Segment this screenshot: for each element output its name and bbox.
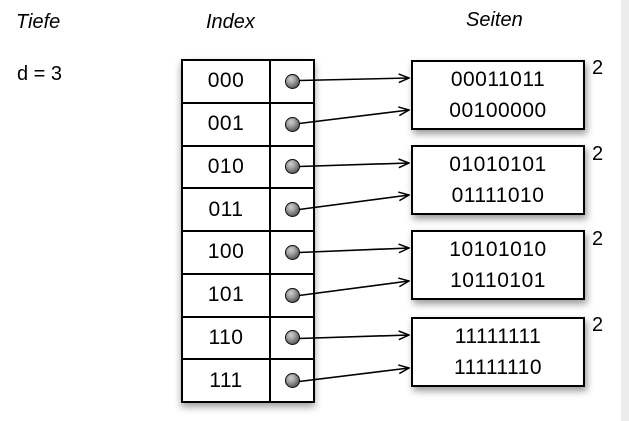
arrow-001-to-page1-line2	[298, 110, 409, 125]
pointer-knob-icon	[284, 73, 300, 89]
pointer-cell	[271, 104, 313, 145]
page-box-3: 10101010 10110101	[411, 230, 585, 300]
page-value: 11111111	[454, 325, 542, 348]
index-row-111: 111	[183, 360, 313, 401]
arrow-110-to-page4-line1	[298, 335, 409, 339]
page-box-4: 11111111 11111110	[411, 317, 585, 387]
pointer-knob-icon	[284, 202, 300, 218]
page-value: 11111110	[453, 356, 543, 379]
global-depth-value: d = 3	[17, 63, 63, 85]
arrow-011-to-page2-line2	[298, 195, 409, 211]
index-row-101: 101	[183, 274, 313, 318]
page-box-1: 00011011 00100000	[411, 60, 585, 130]
index-row-010: 010	[183, 146, 313, 190]
pointer-cell	[271, 232, 313, 273]
page-edge-band	[621, 0, 629, 421]
page-value: 10110101	[450, 269, 546, 292]
pointer-cell	[271, 147, 313, 188]
index-row-011: 011	[183, 189, 313, 232]
arrow-101-to-page3-line2	[298, 281, 409, 297]
page-value: 01111010	[451, 184, 545, 207]
pointer-cell	[271, 318, 313, 359]
page-value: 10101010	[449, 238, 547, 261]
pages-header: Seiten	[466, 9, 523, 31]
pointer-knob-icon	[284, 244, 300, 260]
index-row-110: 110	[183, 317, 313, 361]
pointer-knob-icon	[284, 159, 300, 175]
pointer-knob-icon	[284, 116, 300, 132]
index-row-000: 000	[183, 61, 313, 104]
index-entry-label: 100	[183, 232, 271, 273]
index-entry-label: 010	[183, 146, 271, 188]
page-value: 00011011	[450, 68, 546, 91]
index-row-001: 001	[183, 103, 313, 147]
page-box-2: 01010101 01111010	[411, 145, 585, 215]
index-header: Index	[206, 11, 255, 33]
arrow-111-to-page4-line2	[298, 368, 409, 383]
index-entry-label: 001	[183, 103, 271, 145]
index-entry-label: 011	[183, 189, 271, 230]
index-entry-label: 000	[183, 61, 271, 102]
arrow-010-to-page2-line1	[298, 163, 409, 167]
index-entry-label: 110	[183, 317, 271, 359]
page-value: 00100000	[449, 99, 547, 122]
index-directory-table: 000 001 010 011 100 101 110 111	[181, 59, 315, 403]
arrow-100-to-page3-line1	[298, 248, 409, 253]
pointer-knob-icon	[284, 287, 300, 303]
pointer-knob-icon	[284, 373, 300, 389]
index-entry-label: 111	[183, 360, 271, 401]
index-entry-label: 101	[183, 274, 271, 316]
local-depth-page1: 2	[592, 57, 604, 79]
local-depth-page3: 2	[592, 228, 604, 250]
pointer-cell	[271, 189, 313, 230]
pointer-cell	[271, 275, 313, 316]
pointer-cell	[271, 61, 313, 102]
local-depth-page4: 2	[592, 314, 604, 336]
index-row-100: 100	[183, 232, 313, 275]
pointer-cell	[271, 360, 313, 401]
page-value: 01010101	[449, 153, 547, 176]
depth-header: Tiefe	[16, 11, 61, 33]
arrow-000-to-page1-line1	[298, 78, 409, 81]
local-depth-page2: 2	[592, 143, 604, 165]
pointer-knob-icon	[284, 330, 300, 346]
